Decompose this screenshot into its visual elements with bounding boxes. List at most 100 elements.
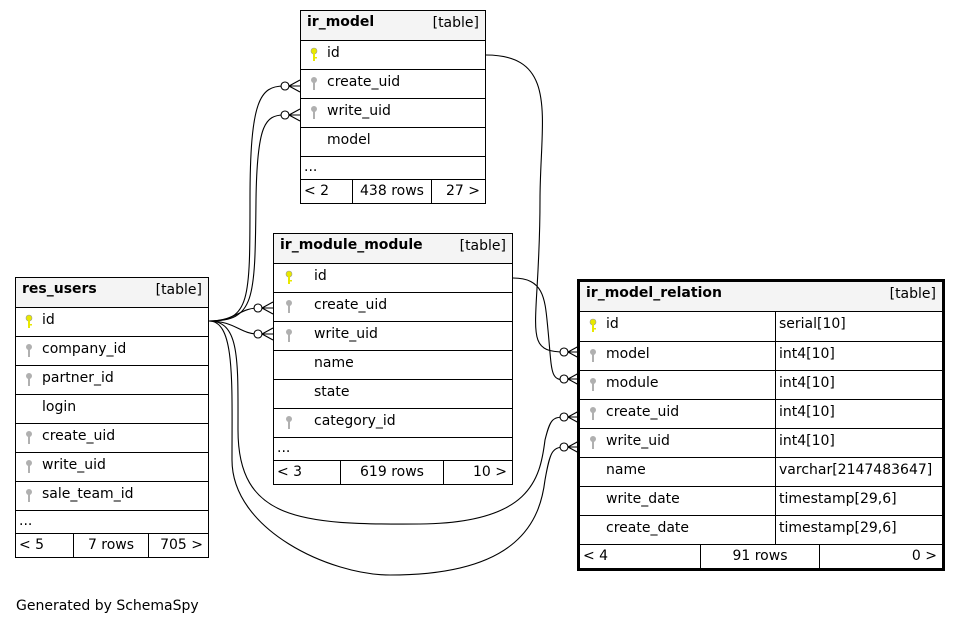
column-type: int4[10] [775,429,942,457]
column-row[interactable]: company_id [16,336,208,365]
column-type: serial[10] [775,312,942,341]
column-row[interactable]: create_uid int4[10] [580,399,942,428]
table-ir-model-relation[interactable]: ir_model_relation [table] id serial[10] … [577,279,945,571]
children-link[interactable]: 0 > [818,545,942,568]
column-name: write_uid [42,457,106,473]
column-row[interactable]: create_date timestamp[29,6] [580,515,942,544]
table-header[interactable]: res_users [table] [16,278,208,307]
column-row[interactable]: create_uid [274,292,512,321]
more-columns: ... [277,440,291,456]
foreign-key-icon [26,373,32,386]
column-row[interactable]: login [16,394,208,423]
column-type: int4[10] [775,342,942,370]
column-row[interactable]: write_uid [274,321,512,350]
column-name: id [327,45,340,61]
edge-users-to-module-create [208,307,259,322]
column-name: sale_team_id [42,486,134,502]
more-columns: ... [304,159,318,175]
row-count: 91 rows [700,545,818,568]
column-type: timestamp[29,6] [775,487,942,515]
column-row[interactable]: module int4[10] [580,370,942,399]
column-row[interactable]: model [301,127,485,156]
column-name: name [606,462,646,478]
column-name: id [606,316,619,332]
column-row[interactable]: create_uid [301,69,485,98]
row-count: 7 rows [72,534,149,557]
column-row[interactable]: write_uid [16,452,208,481]
more-columns: ... [19,513,33,529]
column-row[interactable]: partner_id [16,365,208,394]
foreign-key-icon [286,300,292,313]
table-name: ir_model_relation [586,285,722,301]
table-type: [table] [889,286,936,302]
table-footer: < 2 438 rows 27 > [301,179,485,203]
column-name: model [606,346,650,362]
edge-users-to-module-write [208,320,259,335]
table-res-users[interactable]: res_users [table] id company_id partner_… [15,277,209,558]
column-row[interactable]: id serial[10] [580,311,942,341]
foreign-key-icon [590,407,596,420]
column-name: category_id [314,413,396,429]
foreign-key-icon [26,431,32,444]
column-name: write_date [606,491,680,507]
primary-key-icon [310,47,318,61]
children-link[interactable]: 705 > [148,534,208,557]
primary-key-icon [25,314,33,328]
parents-link[interactable]: < 2 [304,183,330,199]
column-row[interactable]: category_id [274,408,512,437]
more-columns-row[interactable]: ... [274,437,512,460]
more-columns-row[interactable]: ... [301,156,485,179]
column-row[interactable]: name varchar[2147483647] [580,457,942,486]
children-link[interactable]: 27 > [430,180,485,203]
column-name: create_uid [327,74,401,90]
foreign-key-icon [311,106,317,119]
column-name: id [42,312,55,328]
more-columns-row[interactable]: ... [16,510,208,533]
primary-key-icon [589,318,597,332]
foreign-key-icon [590,349,596,362]
table-name: ir_module_module [280,237,423,253]
parents-link[interactable]: < 5 [19,537,45,553]
column-name: create_uid [42,428,116,444]
column-name: login [42,399,77,415]
children-link[interactable]: 10 > [442,461,512,484]
column-row[interactable]: sale_team_id [16,481,208,510]
edge-module-to-relation-module [512,277,566,381]
column-row[interactable]: write_uid [301,98,485,127]
foreign-key-icon [590,436,596,449]
column-type: int4[10] [775,400,942,428]
table-type: [table] [432,15,479,31]
primary-key-icon [285,270,293,284]
column-row[interactable]: write_date timestamp[29,6] [580,486,942,515]
parents-link[interactable]: < 4 [583,548,609,564]
table-ir-module-module[interactable]: ir_module_module [table] id create_uid w… [273,233,513,485]
column-row[interactable]: name [274,350,512,379]
foreign-key-icon [26,460,32,473]
table-header[interactable]: ir_model [table] [301,11,485,40]
column-row[interactable]: create_uid [16,423,208,452]
table-header[interactable]: ir_model_relation [table] [580,282,942,311]
column-name: create_uid [606,404,680,420]
column-type: timestamp[29,6] [775,516,942,544]
column-row[interactable]: write_uid int4[10] [580,428,942,457]
column-row[interactable]: id [301,40,485,69]
column-name: id [314,268,327,284]
column-row[interactable]: id [274,263,512,292]
table-ir-model[interactable]: ir_model [table] id create_uid write_uid… [300,10,486,204]
foreign-key-icon [590,378,596,391]
column-name: module [606,375,659,391]
column-name: name [314,355,354,371]
column-name: company_id [42,341,127,357]
foreign-key-icon [286,329,292,342]
parents-link[interactable]: < 3 [277,464,303,480]
table-name: res_users [22,281,97,297]
column-row[interactable]: state [274,379,512,408]
column-name: create_uid [314,297,388,313]
column-row[interactable]: id [16,307,208,336]
foreign-key-icon [26,344,32,357]
table-header[interactable]: ir_module_module [table] [274,234,512,263]
table-name: ir_model [307,14,375,30]
column-row[interactable]: model int4[10] [580,341,942,370]
column-name: write_uid [606,433,670,449]
row-count: 619 rows [340,461,442,484]
